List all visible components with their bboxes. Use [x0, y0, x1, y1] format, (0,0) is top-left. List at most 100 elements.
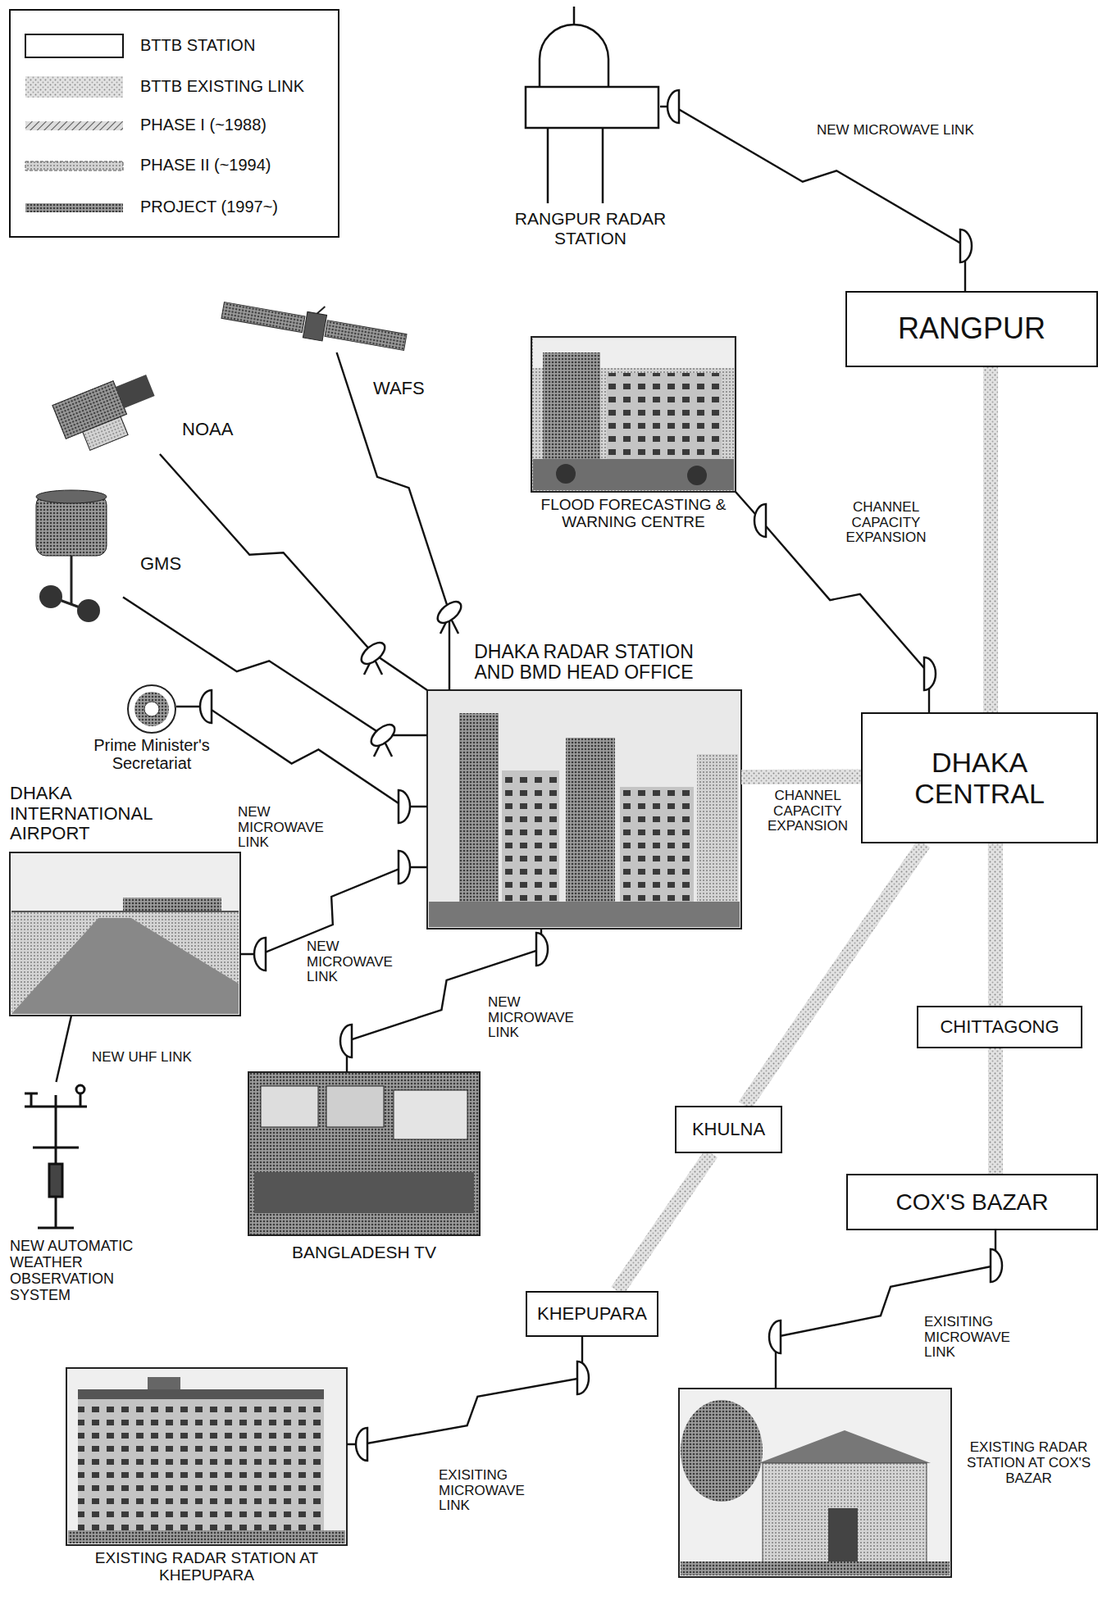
node-caption: FLOOD FORECASTING & WARNING CENTRE [523, 496, 744, 532]
satellite-dish [367, 720, 399, 757]
dhaka-radar-photo [427, 690, 742, 930]
photo-site: BANGLADESH TV [248, 1072, 480, 1236]
legend-frame [25, 161, 123, 171]
link-label: NEW UHF LINK [91, 1050, 224, 1066]
link-label: EXISITING MICROWAVE LINK [924, 1315, 1031, 1362]
trunk-link [741, 769, 861, 785]
legend-text: BTTB EXISTING LINK [140, 77, 305, 96]
satellite: NOAA [50, 362, 164, 455]
legend-text: PHASE II (~1994) [140, 155, 272, 175]
noaa-satellite [115, 374, 155, 409]
station-name: CHITTAGONG [939, 1017, 1059, 1039]
wafs-satellite [324, 320, 407, 351]
microwave-dish [254, 938, 266, 971]
legend-text: PHASE I (~1988) [140, 115, 267, 135]
node-caption: DHAKA RADAR STATION AND BMD HEAD OFFICE [456, 642, 711, 685]
link-label: NEW MICROWAVE LINK [487, 995, 591, 1042]
bttb-station: KHEPUPARA [525, 1291, 659, 1338]
microwave-link [346, 1337, 583, 1445]
tv-photo [248, 1072, 480, 1236]
legend-frame [25, 121, 123, 131]
weather-mast [37, 1227, 74, 1230]
weather-mast [24, 1106, 87, 1109]
trunk-link [988, 843, 1003, 1007]
legend-frame [25, 34, 123, 58]
weather-mast [32, 1147, 79, 1150]
uhf-link [56, 1015, 73, 1083]
gms-satellite [36, 495, 107, 556]
ffwc-photo [531, 337, 736, 492]
weather-mast [49, 1164, 63, 1198]
microwave-dish [990, 1249, 1003, 1283]
wafs-satellite [221, 302, 306, 333]
gms-satellite [36, 490, 107, 623]
tv-photo [393, 1090, 468, 1140]
microwave-dish [667, 90, 679, 123]
station-name: KHULNA [692, 1120, 766, 1141]
ffwc-photo [687, 465, 707, 486]
link-label: CHANNEL CAPACITY EXPANSION [758, 788, 857, 835]
bttb-station: COX'S BAZAR [846, 1174, 1098, 1231]
node-caption: WAFS [373, 378, 439, 400]
node-caption: NOAA [182, 419, 248, 441]
tv-photo [326, 1086, 384, 1128]
coxs-bazar-radar-photo [758, 1430, 931, 1464]
microwave-link [337, 352, 450, 691]
weather-mast [24, 1093, 38, 1096]
node-caption: Prime Minister's Secretariat [61, 736, 242, 774]
node-caption: NEW AUTOMATIC WEATHER OBSERVATION SYSTEM [9, 1238, 154, 1305]
weather-mast [76, 1085, 85, 1094]
coxs-bazar-radar-photo [680, 1400, 763, 1503]
node-caption: DHAKA INTERNATIONAL AIRPORT [9, 783, 187, 845]
wafs-satellite [220, 289, 410, 356]
wafs-satellite [302, 311, 327, 342]
link-label: CHANNEL CAPACITY EXPANSION [834, 500, 938, 547]
microwave-link [123, 597, 428, 737]
microwave-dish [398, 851, 410, 884]
microwave-dish [960, 229, 972, 263]
bttb-station: DHAKA CENTRAL [861, 712, 1098, 844]
microwave-dish [924, 657, 936, 691]
station-name: COX'S BAZAR [896, 1189, 1049, 1216]
khepupara-radar-photo [77, 1399, 324, 1531]
airport-photo [9, 852, 241, 1016]
photo-site: FLOOD FORECASTING & WARNING CENTRE [531, 337, 736, 492]
dhaka-radar-photo [501, 770, 560, 911]
dhaka-radar-photo [565, 738, 615, 911]
airport-photo [9, 852, 241, 1016]
gms-satellite [77, 599, 101, 623]
pm-emblem [144, 701, 160, 717]
coxs-bazar-radar-photo [828, 1508, 858, 1567]
radar-tower [525, 6, 659, 204]
ffwc-photo [531, 337, 736, 492]
wafs-satellite [317, 305, 326, 315]
khepupara-radar-photo [66, 1368, 347, 1546]
microwave-dish [340, 1025, 352, 1058]
photo-site: EXISTING RADAR STATION AT KHEPUPARA [66, 1368, 347, 1546]
coxs-bazar-radar-photo [678, 1389, 952, 1578]
microwave-dish [769, 1321, 781, 1354]
satellite-dish [433, 597, 465, 634]
coxs-bazar-radar-photo [680, 1562, 950, 1577]
dhaka-radar-photo [697, 754, 738, 911]
airport-photo [11, 918, 239, 1015]
dhaka-radar-photo [427, 690, 742, 930]
pm-emblem [127, 685, 176, 734]
tv-photo [254, 1172, 474, 1214]
microwave-dish [536, 933, 548, 966]
link-label: NEW MICROWAVE LINK [306, 939, 410, 986]
satellite-dish [367, 720, 399, 751]
pm-emblem [134, 692, 169, 727]
gms-satellite [70, 555, 73, 606]
coxs-bazar-radar-photo [762, 1463, 927, 1567]
radar-tower [601, 127, 605, 204]
bttb-station: RANGPUR [845, 291, 1098, 368]
weather-mast [30, 1093, 33, 1107]
ffwc-photo [555, 464, 576, 484]
radar-tower [539, 24, 609, 87]
node-caption: BANGLADESH TV [248, 1243, 480, 1263]
weather-mast [24, 1085, 87, 1229]
radar-station: RANGPUR RADAR STATION [520, 6, 661, 205]
microwave-dish [754, 504, 766, 538]
